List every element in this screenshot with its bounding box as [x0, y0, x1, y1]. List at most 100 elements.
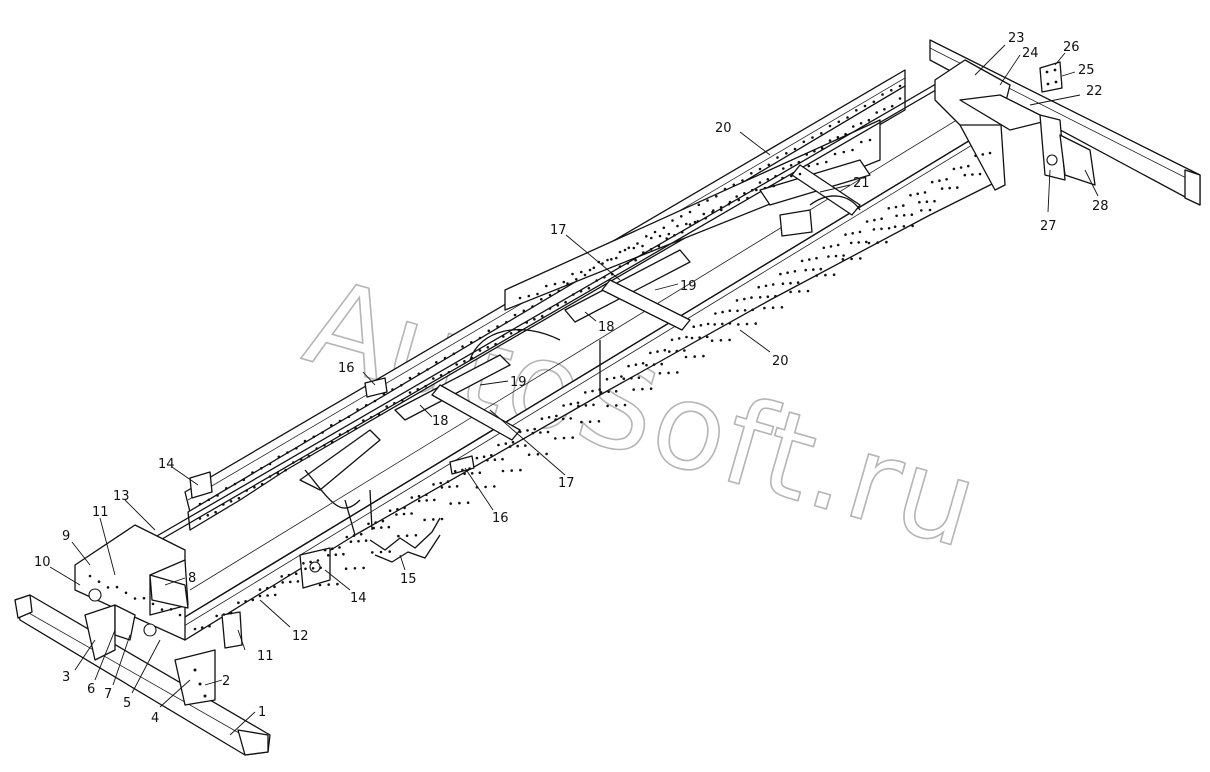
rivet-hole: [299, 458, 303, 461]
rivet-hole: [851, 232, 854, 235]
rivet-hole: [876, 241, 879, 244]
rivet-hole: [388, 550, 392, 553]
rivet-hole: [346, 430, 350, 433]
rivet-hole: [393, 402, 396, 405]
rivet-hole: [918, 200, 921, 204]
rivet-hole: [636, 242, 639, 245]
rivet-hole: [463, 360, 466, 363]
rivet-hole: [316, 559, 320, 562]
rivet-hole: [626, 262, 630, 265]
rivet-hole: [400, 398, 404, 402]
rivet-hole: [702, 212, 706, 216]
callout-1: 1: [258, 705, 266, 720]
rivet-hole: [789, 281, 792, 285]
rivet-hole: [771, 306, 775, 310]
rivet-hole: [349, 540, 353, 543]
rivet-hole: [710, 339, 714, 343]
rivet-hole: [755, 188, 758, 192]
rivet-hole: [828, 124, 832, 128]
rivet-hole: [872, 228, 876, 231]
rivet-hole: [266, 594, 269, 597]
rivet-hole: [805, 153, 808, 156]
rivet-hole: [721, 310, 724, 314]
bracket-14-upper: [189, 471, 213, 499]
rivet-hole: [781, 176, 784, 180]
rivet-hole: [245, 489, 248, 492]
rivet-hole: [836, 136, 840, 139]
rivet-hole: [276, 472, 280, 475]
rivet-hole: [580, 420, 583, 424]
rivet-hole: [665, 237, 668, 240]
rivet-hole: [380, 526, 383, 529]
rivet-hole: [833, 152, 837, 156]
rivet-hole: [440, 486, 444, 489]
rivet-hole: [766, 178, 770, 181]
rivet-hole: [974, 154, 977, 158]
rivet-hole: [579, 290, 583, 293]
rivet-hole: [981, 153, 985, 156]
rivet-hole: [615, 256, 618, 260]
rivet-hole: [811, 136, 814, 139]
rivet-hole: [849, 241, 853, 245]
callout-18b: 18: [598, 320, 615, 335]
rivet-hole: [663, 348, 667, 352]
rivet-hole: [338, 433, 342, 436]
rivet-hole: [706, 322, 710, 326]
bracket-16: [364, 377, 475, 475]
rivet-hole: [829, 245, 833, 248]
rivet-hole: [623, 403, 627, 407]
rivet-hole: [124, 591, 128, 595]
rivet-hole: [347, 415, 351, 419]
rivet-hole: [545, 284, 548, 288]
rivet-hole: [745, 322, 749, 326]
rivet-hole: [603, 276, 606, 279]
rivet-hole: [233, 482, 237, 486]
rivet-hole: [887, 227, 891, 230]
rivet-hole: [713, 323, 716, 326]
rivet-hole: [352, 534, 356, 537]
rivet-hole: [323, 548, 327, 552]
rivet-hole: [842, 150, 846, 154]
rivet-hole: [554, 437, 557, 440]
rivet-hole: [763, 306, 766, 310]
rivet-hole: [504, 442, 508, 445]
rivet-hole: [562, 436, 566, 440]
callout-25: 25: [1078, 63, 1095, 78]
cross-member-front: [299, 354, 521, 509]
rivet-hole: [372, 526, 376, 530]
rivet-hole: [505, 321, 508, 324]
rivet-hole: [253, 486, 256, 489]
rivet-hole: [410, 512, 413, 515]
rivet-hole: [382, 392, 386, 396]
rivet-hole: [595, 279, 598, 282]
rivet-hole: [369, 416, 373, 419]
rivet-holes: [88, 84, 992, 631]
rivet-hole: [693, 355, 696, 358]
rivet-hole: [554, 418, 557, 421]
rivet-hole: [268, 462, 272, 466]
rivet-hole: [468, 467, 471, 470]
rivet-hole: [774, 174, 777, 178]
rivet-hole: [858, 230, 862, 234]
rivet-hole: [222, 503, 225, 506]
rivet-hole: [289, 580, 292, 584]
rivet-hole: [653, 230, 657, 234]
rivet-hole: [359, 532, 363, 536]
rivet-hole: [657, 244, 661, 248]
rivet-hole: [584, 391, 587, 394]
rivet-hole: [580, 270, 583, 274]
rivet-hole: [482, 455, 486, 459]
rivet-hole: [822, 246, 826, 250]
rivet-hole: [723, 187, 727, 191]
rivet-hole: [865, 240, 868, 244]
rivet-hole: [606, 258, 609, 262]
rivet-hole: [630, 376, 633, 380]
rivet-hole: [923, 191, 927, 194]
rivet-hole: [501, 457, 504, 461]
rivet-hole: [470, 341, 473, 344]
rivet-hole: [834, 254, 838, 258]
rivet-hole: [737, 198, 741, 202]
rivet-hole: [772, 184, 776, 188]
rivet-hole: [806, 289, 810, 293]
rivet-hole: [258, 588, 262, 591]
